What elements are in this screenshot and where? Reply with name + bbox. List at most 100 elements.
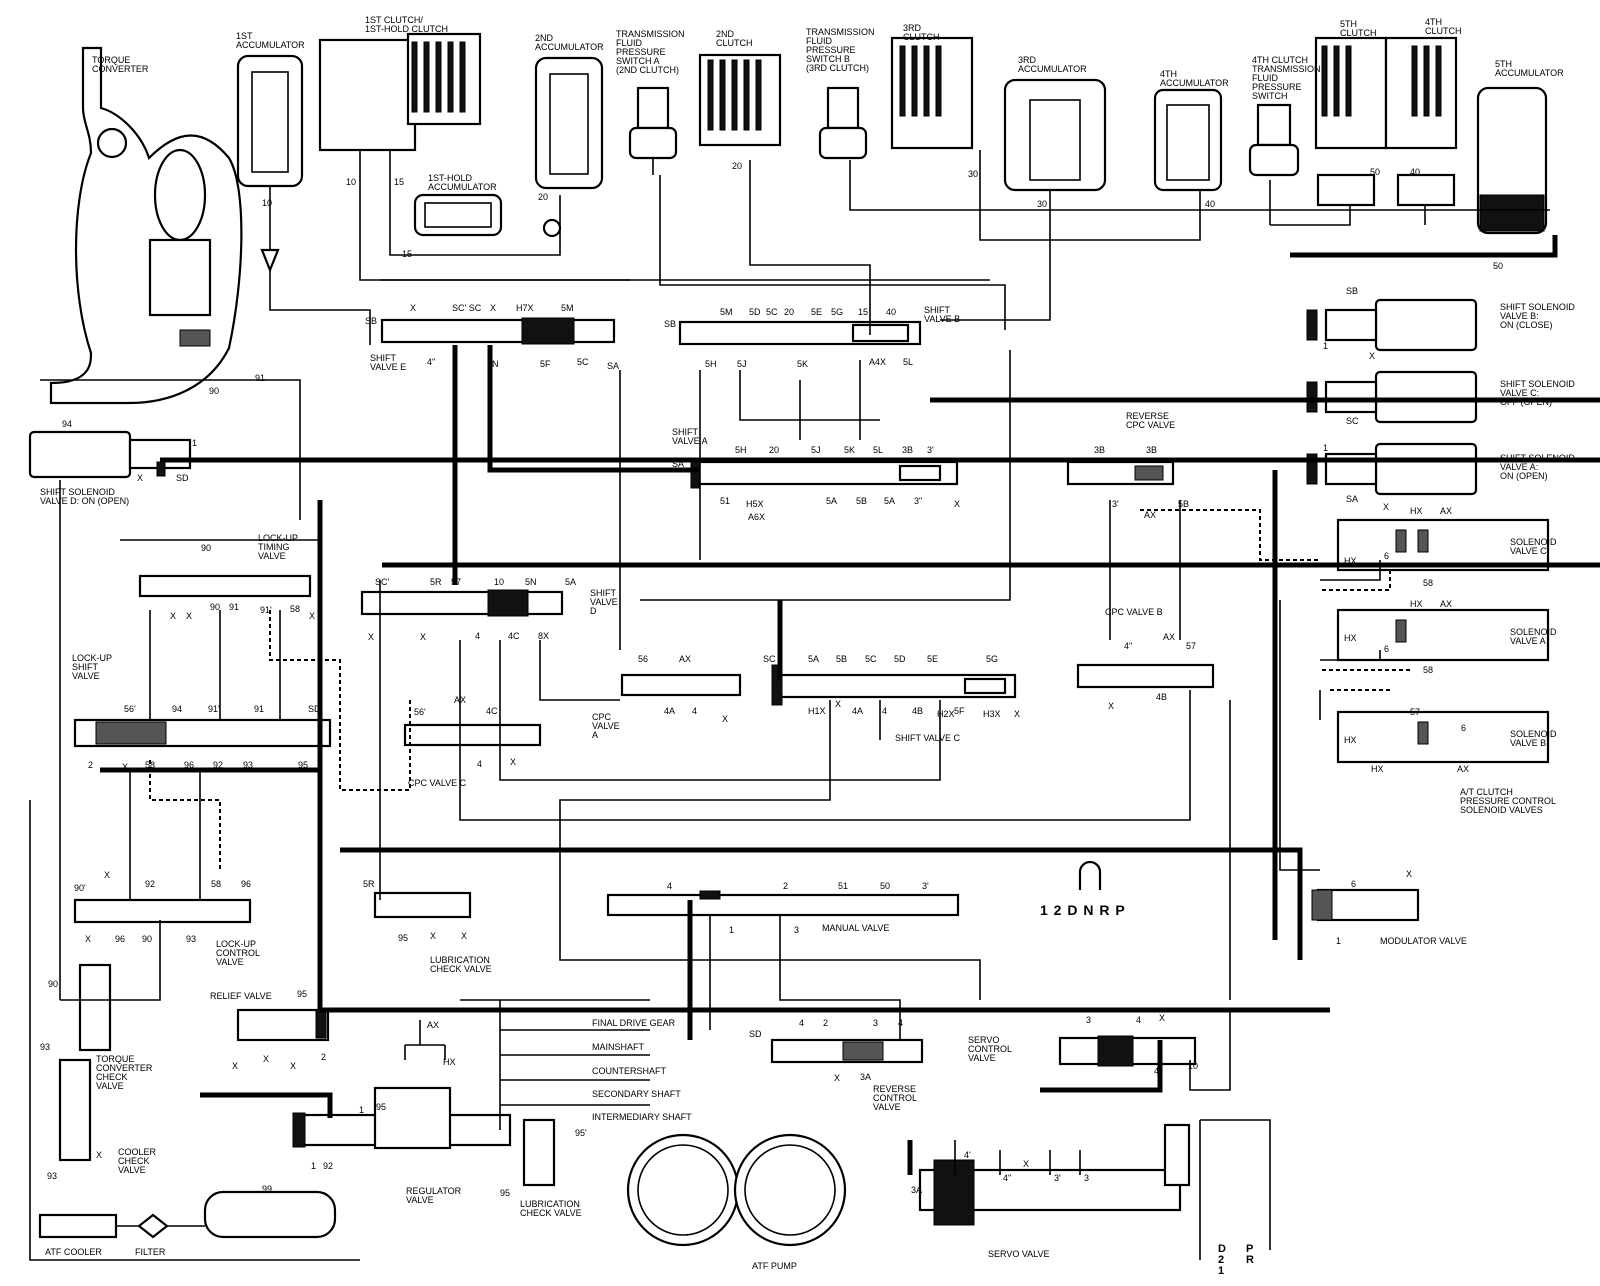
label-shift-valve-c: SHIFT VALVE C (895, 733, 961, 743)
thin-passages (29, 150, 1550, 1261)
label-final-drive-gear: FINAL DRIVE GEAR (592, 1018, 676, 1028)
port-label: X (1383, 502, 1390, 512)
port-label: AX (679, 654, 692, 664)
label-2nd-clutch: 2ND CLUTCH (716, 29, 753, 48)
port-label: 4 (477, 759, 483, 769)
port-label: 4" (1003, 1173, 1012, 1183)
port-label: 94 (172, 704, 183, 714)
cpc-valve-a (620, 673, 742, 697)
port-label: 93 (243, 760, 254, 770)
port-label: 1 (1323, 341, 1329, 351)
port-label: X (85, 934, 92, 944)
label-shift-solenoid-a: SHIFT SOLENOID VALVE A: ON (OPEN) (1500, 453, 1575, 481)
torque-converter (49, 46, 243, 405)
port-label: 56 (638, 654, 649, 664)
filter-body (137, 1213, 169, 1239)
port-label: SB (1346, 286, 1359, 296)
port-label: 96 (241, 879, 252, 889)
port-label: A6X (748, 512, 766, 522)
4th-pressure-switch (1248, 103, 1300, 177)
port-label: 91 (229, 602, 240, 612)
port-label: SD (749, 1029, 762, 1039)
port-label: SC' (375, 577, 390, 587)
port-label: 92 (323, 1161, 334, 1171)
1st-hold-accumulator (413, 193, 503, 237)
servo-control-valve-body (1058, 1035, 1197, 1067)
port-label: HX (443, 1057, 456, 1067)
label-cpc-valve-a: CPC VALVE A (592, 712, 620, 740)
port-label: 5C (577, 357, 589, 367)
port-label: HX (1344, 633, 1357, 643)
label-lubrication-check-valve-lower: LUBRICATION CHECK VALVE (520, 1199, 582, 1218)
port-label: 58 (1423, 665, 1434, 675)
port-label: 6 (1384, 644, 1390, 654)
4th-accumulator (1153, 88, 1223, 192)
port-label: 5A (565, 577, 577, 587)
port-label: 5B (856, 496, 868, 506)
port-label: SD (308, 704, 321, 714)
atf-cooler-body (38, 1213, 118, 1239)
port-label: X (290, 1061, 297, 1071)
port-label: 95 (298, 760, 309, 770)
port-label: 5K (797, 359, 809, 369)
port-label: 51 (720, 496, 731, 506)
label-shift-solenoid-d: SHIFT SOLENOID VALVE D: ON (OPEN) (40, 487, 130, 506)
label-4th-clutch: 4TH CLUTCH (1425, 17, 1462, 36)
port-label: X (510, 757, 517, 767)
label-mainshaft: MAINSHAFT (592, 1042, 645, 1052)
port-label: 40 (1205, 199, 1216, 209)
port-label: 5A (826, 496, 838, 506)
4th-clutch (1384, 36, 1458, 207)
port-label: X (368, 632, 375, 642)
port-label: 99 (262, 1184, 273, 1194)
label-manual-valve: MANUAL VALVE (822, 923, 890, 933)
port-label: 5J (811, 445, 821, 455)
label-1st-accumulator: 1ST ACCUMULATOR (236, 31, 305, 50)
port-label: 4C (486, 706, 498, 716)
port-label: 20 (784, 307, 795, 317)
lubrication-check-valve-lower-body (522, 1118, 556, 1187)
port-label: 91' (208, 704, 220, 714)
port-label: 4B (912, 706, 924, 716)
port-label: 1 (729, 925, 735, 935)
port-label: X (137, 473, 144, 483)
port-label: 5G (831, 307, 844, 317)
port-label: 4 (898, 1018, 904, 1028)
port-label: 1 (1323, 443, 1329, 453)
port-label: H5X (746, 499, 764, 509)
port-label: 5F (954, 706, 965, 716)
port-label: 3 (1084, 1173, 1090, 1183)
port-label: X (309, 611, 316, 621)
port-label: 5C (766, 307, 778, 317)
solenoid-valve-c-body (1336, 518, 1550, 572)
port-label: 5R (363, 879, 375, 889)
reverse-control-valve-body (770, 1038, 924, 1064)
label-at-clutch-solenoids: A/T CLUTCH PRESSURE CONTROL SOLENOID VAL… (1460, 787, 1557, 815)
label-shift-valve-d: SHIFT VALVE D (590, 588, 618, 616)
port-label: 6 (1384, 551, 1390, 561)
5th-clutch (1314, 36, 1388, 207)
port-label: SC (763, 654, 776, 664)
port-label: 1 (359, 1105, 365, 1115)
shift-solenoid-d-body (28, 430, 192, 479)
label-cpc-valve-b: CPC VALVE B (1105, 607, 1163, 617)
port-label: X (1406, 869, 1413, 879)
label-secondary-shaft: SECONDARY SHAFT (592, 1089, 681, 1099)
label-4th-pressure-switch: 4TH CLUTCH TRANSMISSION FLUID PRESSURE S… (1252, 55, 1321, 101)
port-label: H3X (983, 709, 1001, 719)
port-label: 95 (297, 989, 308, 999)
shift-solenoid-c-body (1306, 370, 1478, 424)
port-label: 91' (260, 605, 272, 615)
port-label: 96 (184, 760, 195, 770)
port-label: 6 (1351, 879, 1357, 889)
regulator-valve-body (292, 1086, 512, 1150)
port-label: 20 (538, 192, 549, 202)
port-label: A4X (869, 357, 887, 367)
port-label: 90' (74, 883, 86, 893)
port-label: X (1108, 701, 1115, 711)
port-label: 57 (1410, 707, 1421, 717)
label-solenoid-valve-c: SOLENOID VALVE C (1510, 537, 1557, 556)
port-label: 4" (427, 357, 436, 367)
port-label: SD (176, 473, 189, 483)
port-label: HX (1410, 599, 1423, 609)
